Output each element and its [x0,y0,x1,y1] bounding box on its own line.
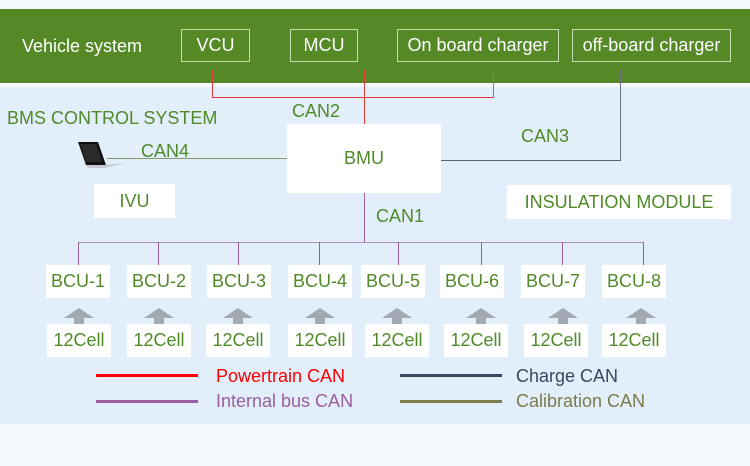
vcu-box[interactable]: VCU [181,29,250,62]
cell-group-2: 12Cell [127,324,191,357]
mcu-box[interactable]: MCU [290,29,358,62]
legend-label-charge: Charge CAN [516,366,619,386]
bms-control-system-title: BMS CONTROL SYSTEM [7,108,218,128]
arrow-up-icon [548,308,578,326]
bcu-8-box[interactable]: BCU-8 [602,265,666,298]
bcu-7-drop-wire [562,242,563,267]
legend-label-calibration: Calibration CAN [516,391,646,411]
bcu-2-drop-wire [158,242,159,267]
vcu-can2-wire [212,70,213,98]
offboard-can3-wire-vertical [620,69,621,161]
legend-line-calibration [400,400,502,403]
cell-group-3: 12Cell [206,324,270,357]
mcu-bmu-wire [364,70,365,124]
bcu-1-drop-wire [78,242,79,267]
bcu-3-box[interactable]: BCU-3 [207,265,271,298]
arrow-up-icon [466,308,496,326]
bcu-4-drop-wire [319,242,320,267]
vehicle-system-label: Vehicle system [22,36,143,56]
cell-group-1: 12Cell [47,324,111,357]
can1-label: CAN1 [376,206,425,226]
arrow-up-icon [382,308,412,326]
legend-label-powertrain: Powertrain CAN [216,366,346,386]
can2-bus-wire [212,97,494,98]
bcu-8-drop-wire [643,242,644,267]
laptop-icon[interactable] [76,140,128,170]
can3-label: CAN3 [521,126,570,146]
can1-bus-wire [78,242,643,243]
cell-group-8: 12Cell [602,324,666,357]
legend-line-powertrain [96,374,198,377]
bcu-5-box[interactable]: BCU-5 [361,265,425,298]
bmu-box[interactable]: BMU [287,124,441,193]
can4-label: CAN4 [141,141,190,161]
cell-group-7: 12Cell [524,324,588,357]
obc-can2-wire [493,70,494,98]
cell-group-5: 12Cell [365,324,429,357]
can3-wire-horizontal [441,160,621,161]
off-board-charger-box[interactable]: off-board charger [572,29,731,62]
bcu-6-drop-wire [481,242,482,267]
bcu-3-drop-wire [238,242,239,267]
arrow-up-icon [305,308,335,326]
bcu-2-box[interactable]: BCU-2 [127,265,191,298]
can1-trunk-wire [364,193,365,243]
legend-line-charge [400,374,502,377]
laptop-screen-inner [80,144,102,162]
arrow-up-icon [144,308,174,326]
cell-group-6: 12Cell [444,324,508,357]
bcu-4-box[interactable]: BCU-4 [288,265,352,298]
ivu-box[interactable]: IVU [94,184,175,218]
on-board-charger-box[interactable]: On board charger [397,29,559,62]
arrow-up-icon [223,308,253,326]
bcu-7-box[interactable]: BCU-7 [521,265,585,298]
legend-label-internal: Internal bus CAN [216,391,354,411]
bcu-6-box[interactable]: BCU-6 [440,265,504,298]
laptop-base [86,163,126,168]
cell-group-4: 12Cell [288,324,352,357]
can4-calibration-wire [107,158,289,159]
insulation-module-box[interactable]: INSULATION MODULE [507,185,731,219]
bcu-1-box[interactable]: BCU-1 [46,265,110,298]
vehicle-system-band [0,9,750,83]
legend-line-internal [96,400,198,403]
can2-label: CAN2 [292,101,341,121]
arrow-up-icon [64,308,94,326]
arrow-up-icon [626,308,656,326]
bcu-5-drop-wire [398,242,399,267]
